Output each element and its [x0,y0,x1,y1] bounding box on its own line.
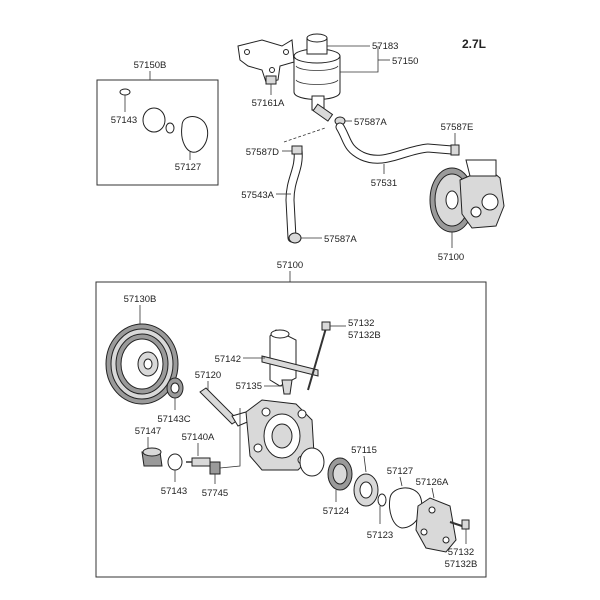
label-57587A-bottom: 57587A [324,234,357,245]
clamp-57587D [291,145,303,155]
label-57143C: 57143C [157,414,190,425]
label-57120: 57120 [195,370,221,381]
shaft-57120 [199,387,239,425]
label-57150B: 57150B [134,60,167,71]
bolt-57132-top [321,321,331,331]
label-57115: 57115 [351,445,377,456]
reservoir-group: 57161A 57183 57150 [237,33,418,122]
sensor-57745 [209,461,221,475]
label-57161A: 57161A [252,98,285,109]
o-ring-medium [142,107,166,133]
label-57100-right: 57100 [438,252,464,263]
exploded-parts: 57130B 57143C 57120 57142 57132 57132B [105,294,478,570]
bracket-57142 [261,355,319,377]
label-57142: 57142 [215,354,241,365]
label-57587E: 57587E [441,122,474,133]
o-ring-tiny [165,122,175,134]
label-57132B-bottom: 57132B [445,559,478,570]
o-ring-57143-bottom [167,453,183,471]
label-57124: 57124 [323,506,349,517]
label-57587D: 57587D [246,147,279,158]
return-hose-57531 [336,123,456,163]
bracket-bolt [265,75,277,85]
label-57132-top: 57132 [348,318,374,329]
label-57143-bottom: 57143 [161,486,187,497]
rear-cover-57126A [415,497,457,553]
reservoir-bracket [237,39,295,83]
label-57531: 57531 [371,178,397,189]
o-ring-body [299,447,325,477]
pump-assembly-small: 57100 [429,159,505,263]
o-ring-small [119,88,131,96]
label-57126A: 57126A [416,477,449,488]
label-57100-main: 57100 [277,260,303,271]
hose-group: 57587A 57531 57587E 57587D 57543A 57587A [241,116,474,245]
label-57745: 57745 [202,488,228,499]
flow-valve-57140A [191,457,211,467]
label-57587A-top: 57587A [354,117,387,128]
seal-kit-group: 57150B 57143 57127 [96,60,219,186]
ring-57123 [377,493,387,507]
label-57543A: 57543A [241,190,274,201]
label-57183: 57183 [372,41,398,52]
seal-kit-box [96,79,219,186]
label-57147: 57147 [135,426,161,437]
label-57127-bottom: 57127 [387,466,413,477]
engine-label: 2.7L [462,37,486,51]
label-57140A: 57140A [182,432,215,443]
outlet-pipe-57142 [269,329,297,387]
label-57123: 57123 [367,530,393,541]
label-57143-top: 57143 [111,115,137,126]
valve-57135 [281,379,293,395]
bolt-57132-bottom [461,519,470,530]
label-57132-bottom: 57132 [448,547,474,558]
label-57130B: 57130B [124,294,157,305]
label-57150: 57150 [392,56,418,67]
exploded-view-box [95,281,487,578]
clamp-57587E [450,144,460,156]
label-57135: 57135 [236,381,262,392]
pressure-hose-57543A [286,146,302,242]
label-57127-top: 57127 [175,162,201,173]
label-57132B-top: 57132B [348,330,381,341]
clamp-57587A-bottom [288,232,302,244]
gasket-top [181,116,209,153]
